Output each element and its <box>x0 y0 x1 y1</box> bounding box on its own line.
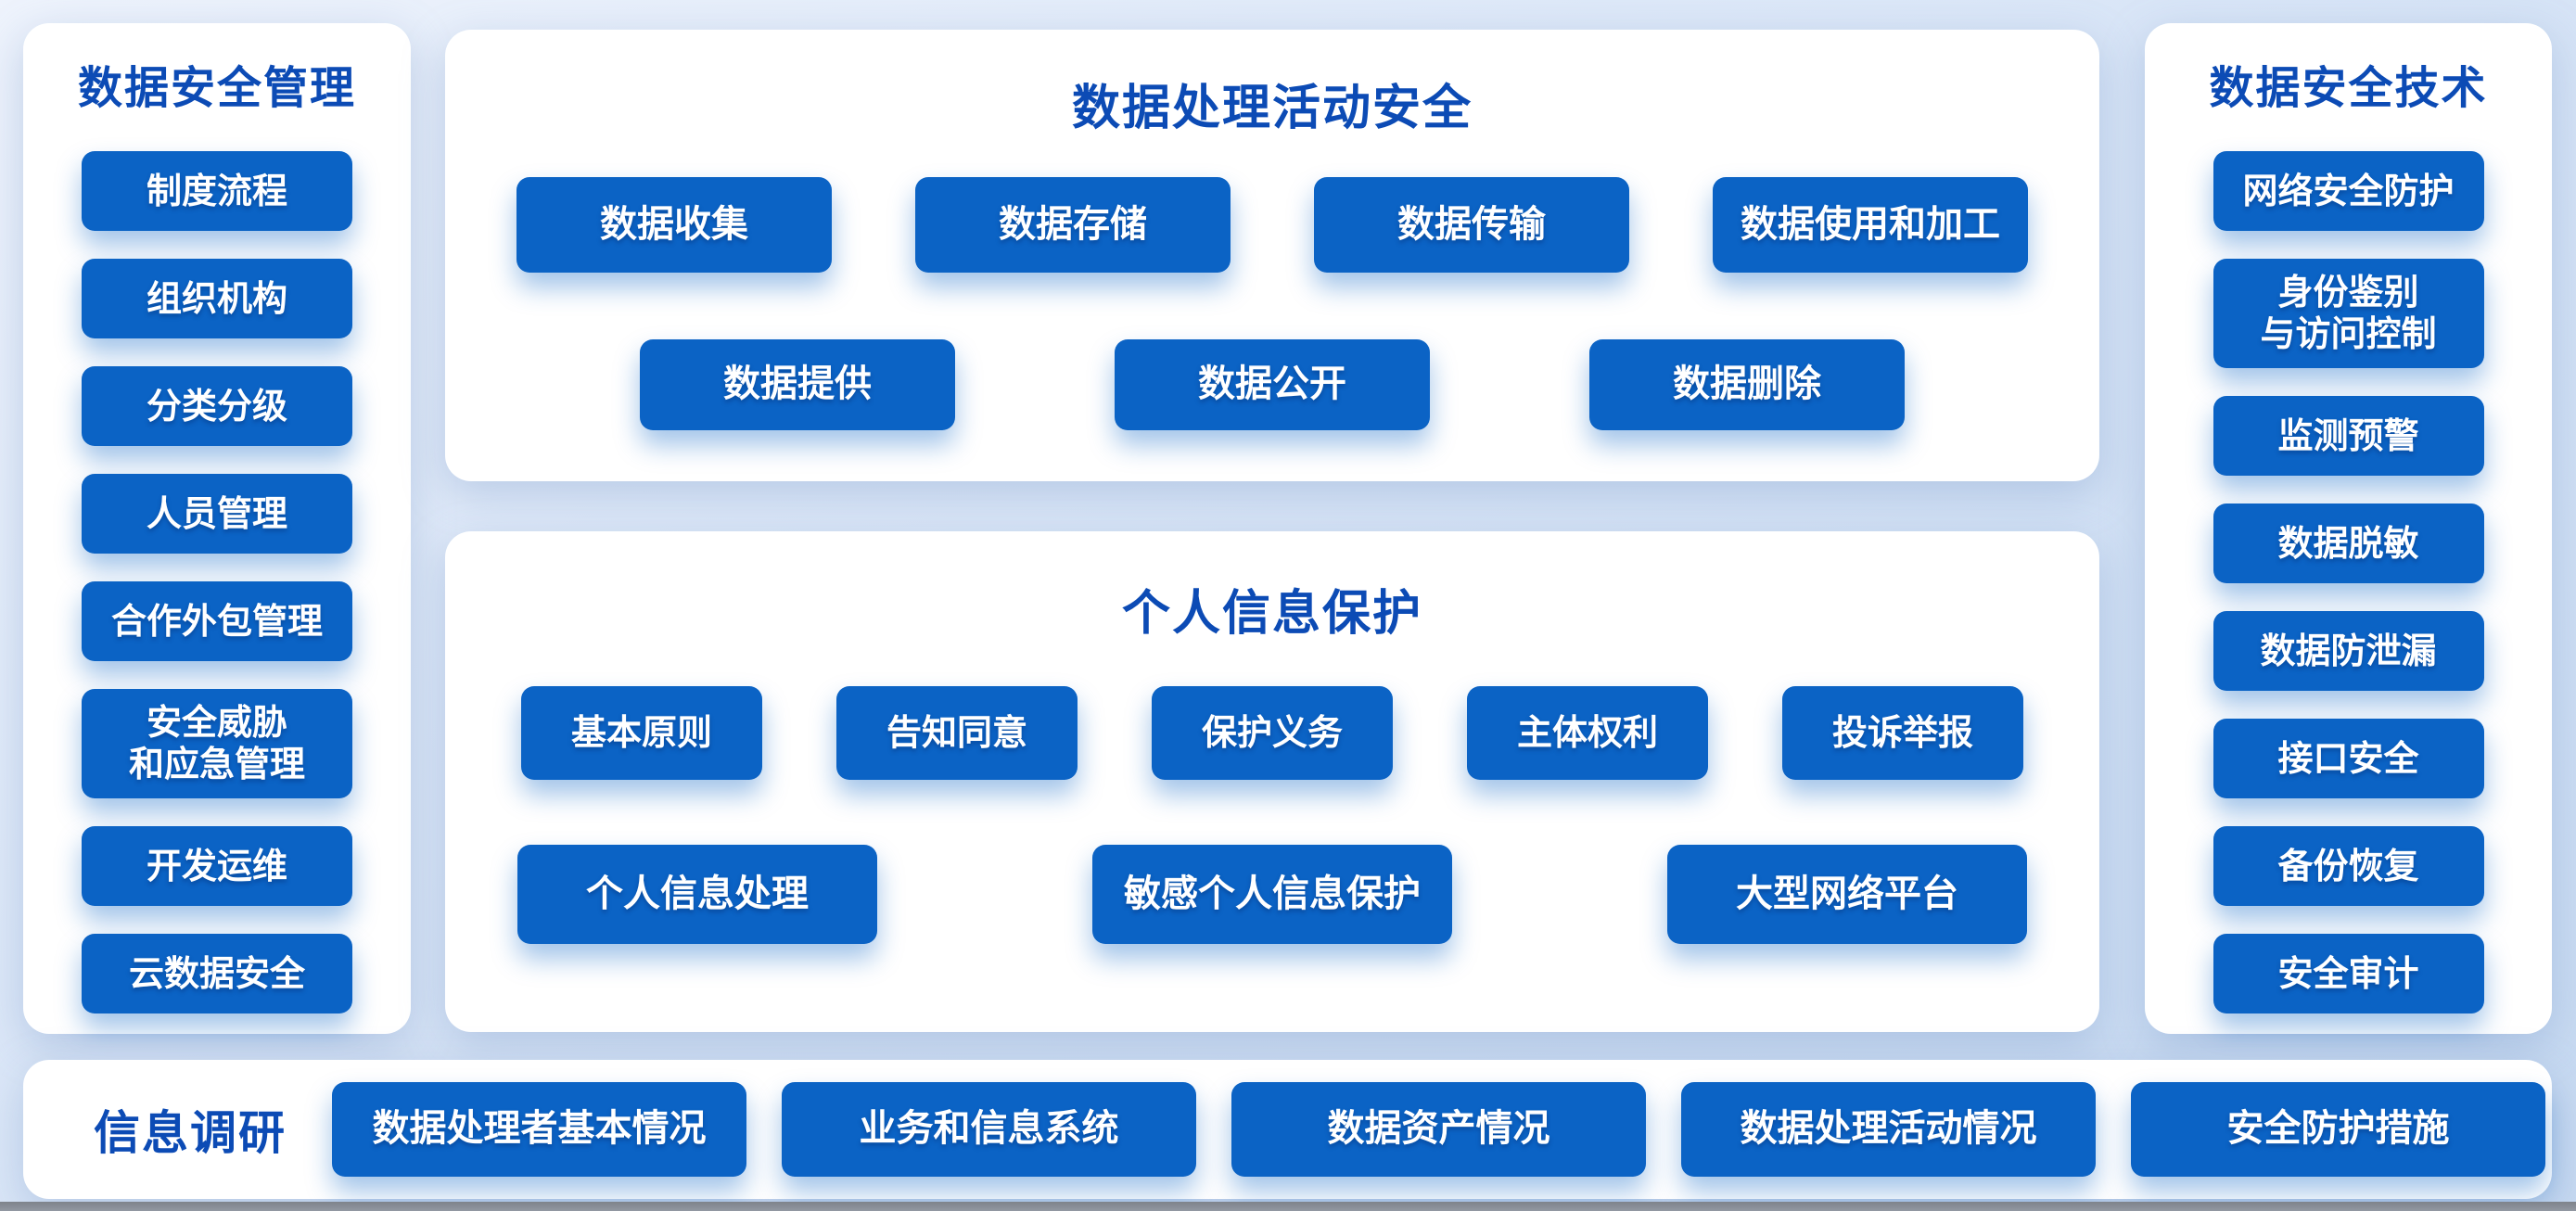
data-security-management-panel: 数据安全管理 制度流程 组织机构 分类分级 人员管理 合作外包管理 安全威胁 和… <box>23 23 411 1034</box>
processing-item-node: 数据删除 <box>1589 339 1905 430</box>
management-item-node: 合作外包管理 <box>82 581 352 661</box>
information-research-bar: 信息调研 数据处理者基本情况 业务和信息系统 数据资产情况 数据处理活动情况 安… <box>23 1060 2552 1199</box>
data-security-technology-title: 数据安全技术 <box>2209 62 2488 114</box>
technology-item-node: 网络安全防护 <box>2213 151 2484 231</box>
technology-item-node: 安全审计 <box>2213 934 2484 1013</box>
technology-item-node: 数据脱敏 <box>2213 504 2484 583</box>
processing-row-1: 数据收集 数据存储 数据传输 数据使用和加工 <box>445 177 2099 273</box>
management-item-node: 分类分级 <box>82 366 352 446</box>
protection-row-2: 个人信息处理 敏感个人信息保护 大型网络平台 <box>445 845 2099 944</box>
research-item-node: 业务和信息系统 <box>782 1082 1196 1177</box>
research-item-node: 数据资产情况 <box>1231 1082 1646 1177</box>
technology-item-node: 监测预警 <box>2213 396 2484 476</box>
window-bottom-edge <box>0 1202 2576 1211</box>
research-item-node: 数据处理者基本情况 <box>332 1082 746 1177</box>
personal-information-protection-title: 个人信息保护 <box>1121 586 1422 642</box>
data-processing-activity-security-panel: 数据处理活动安全 数据收集 数据存储 数据传输 数据使用和加工 数据提供 数据公… <box>445 30 2099 481</box>
technology-item-node: 接口安全 <box>2213 719 2484 798</box>
data-security-technology-panel: 数据安全技术 网络安全防护 身份鉴别 与访问控制 监测预警 数据脱敏 数据防泄漏… <box>2145 23 2552 1034</box>
personal-information-protection-panel: 个人信息保护 基本原则 告知同意 保护义务 主体权利 投诉举报 个人信息处理 敏… <box>445 531 2099 1032</box>
protection-item-node: 个人信息处理 <box>517 845 877 944</box>
management-item-node: 云数据安全 <box>82 934 352 1013</box>
research-item-node: 安全防护措施 <box>2131 1082 2545 1177</box>
protection-item-node: 保护义务 <box>1152 686 1393 780</box>
protection-item-node: 基本原则 <box>521 686 762 780</box>
protection-item-node: 投诉举报 <box>1782 686 2023 780</box>
technology-item-node: 身份鉴别 与访问控制 <box>2213 259 2484 368</box>
processing-item-node: 数据提供 <box>640 339 955 430</box>
processing-item-node: 数据公开 <box>1115 339 1430 430</box>
data-security-management-title: 数据安全管理 <box>77 62 356 114</box>
protection-item-node: 大型网络平台 <box>1667 845 2027 944</box>
management-item-node: 制度流程 <box>82 151 352 231</box>
research-item-node: 数据处理活动情况 <box>1681 1082 2096 1177</box>
protection-item-node: 主体权利 <box>1467 686 1708 780</box>
management-item-node: 人员管理 <box>82 474 352 554</box>
management-item-node: 组织机构 <box>82 259 352 338</box>
research-items-row: 数据处理者基本情况 业务和信息系统 数据资产情况 数据处理活动情况 安全防护措施 <box>332 1082 2545 1177</box>
technology-item-node: 数据防泄漏 <box>2213 611 2484 691</box>
management-items-column: 制度流程 组织机构 分类分级 人员管理 合作外包管理 安全威胁 和应急管理 开发… <box>23 151 411 1013</box>
protection-item-node: 告知同意 <box>836 686 1078 780</box>
processing-item-node: 数据收集 <box>516 177 832 273</box>
processing-item-node: 数据传输 <box>1314 177 1629 273</box>
data-processing-activity-security-title: 数据处理活动安全 <box>1071 81 1473 136</box>
processing-row-2: 数据提供 数据公开 数据删除 <box>445 339 2099 430</box>
management-item-node: 安全威胁 和应急管理 <box>82 689 352 798</box>
information-research-title: 信息调研 <box>94 1106 287 1160</box>
processing-item-node: 数据使用和加工 <box>1713 177 2028 273</box>
protection-item-node: 敏感个人信息保护 <box>1092 845 1452 944</box>
protection-row-1: 基本原则 告知同意 保护义务 主体权利 投诉举报 <box>445 686 2099 780</box>
technology-item-node: 备份恢复 <box>2213 826 2484 906</box>
management-item-node: 开发运维 <box>82 826 352 906</box>
processing-item-node: 数据存储 <box>915 177 1231 273</box>
technology-items-column: 网络安全防护 身份鉴别 与访问控制 监测预警 数据脱敏 数据防泄漏 接口安全 备… <box>2145 151 2552 1013</box>
